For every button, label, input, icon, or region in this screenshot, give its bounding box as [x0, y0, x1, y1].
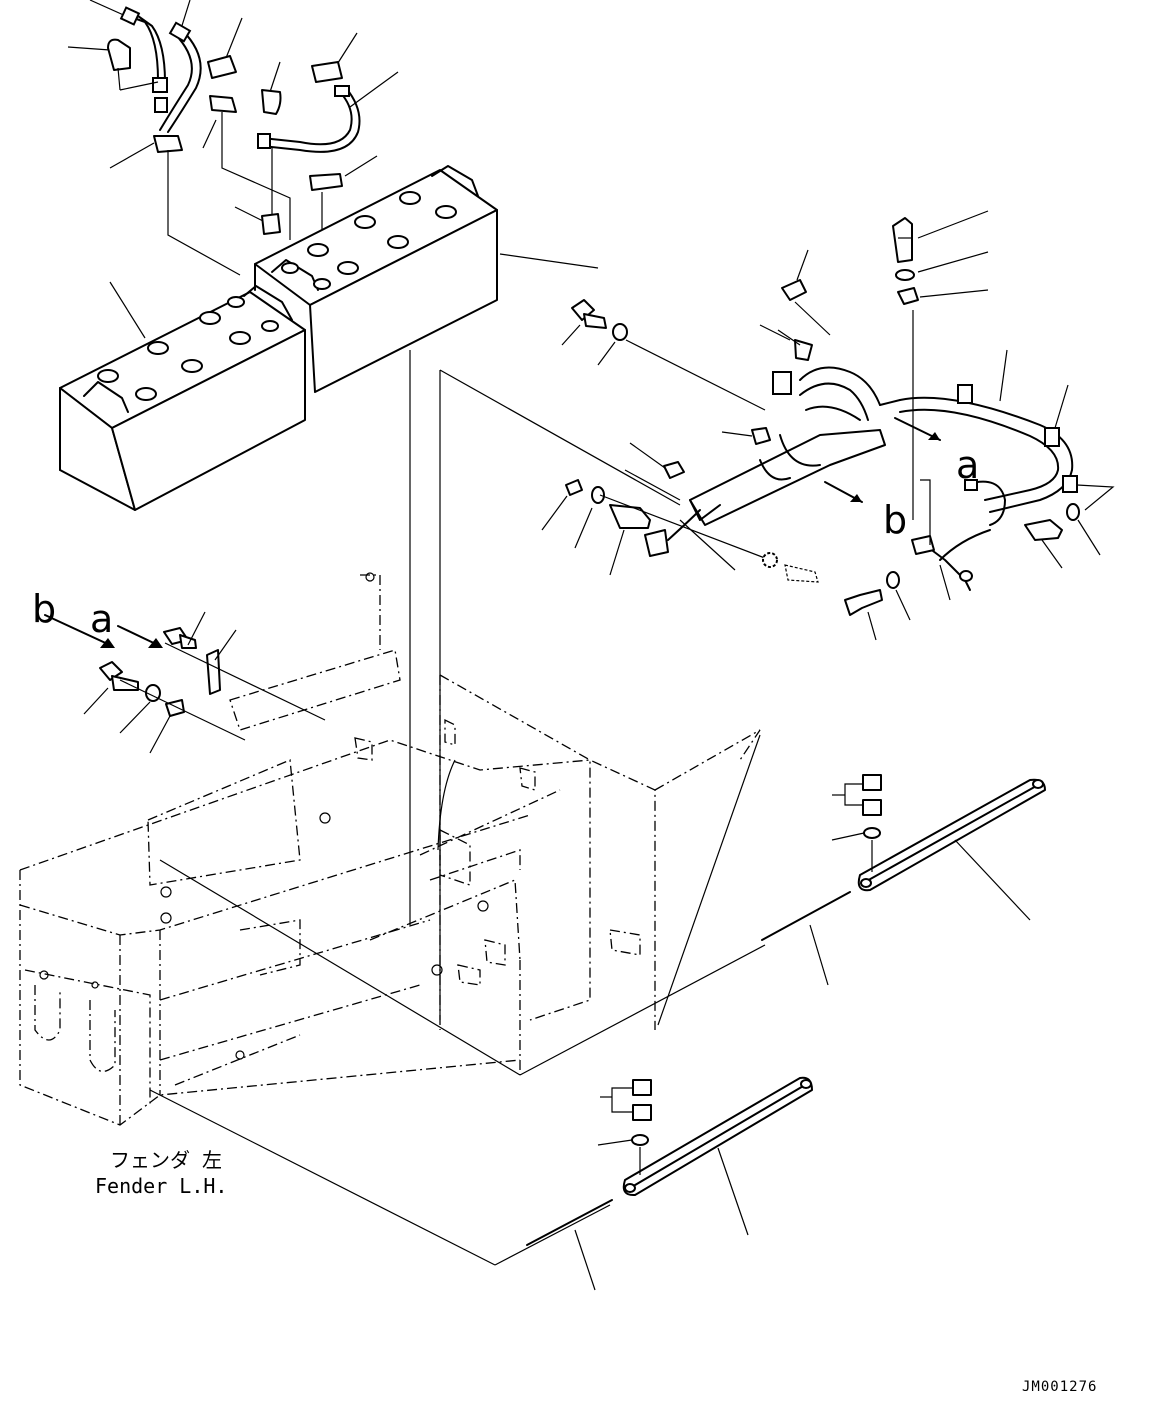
caption-english: Fender L.H.	[95, 1174, 227, 1198]
battery-cable-group	[67, 0, 399, 276]
ref-label-b-right: b	[883, 498, 907, 542]
caption-japanese: フェンダ 左	[110, 1148, 222, 1172]
ref-label-b-left: b	[32, 587, 56, 631]
battery-right	[254, 165, 599, 925]
battery-hold-down-upper	[761, 774, 1046, 986]
ref-label-a-right: a	[956, 443, 979, 487]
wiring-harness	[541, 210, 1115, 641]
left-mounting-parts	[44, 611, 326, 754]
battery-left	[59, 281, 306, 511]
battery-hold-down-lower	[526, 1076, 813, 1291]
document-id: JM001276	[1022, 1379, 1097, 1395]
chassis-frame	[19, 369, 766, 1266]
ref-label-a-left: a	[90, 597, 113, 641]
